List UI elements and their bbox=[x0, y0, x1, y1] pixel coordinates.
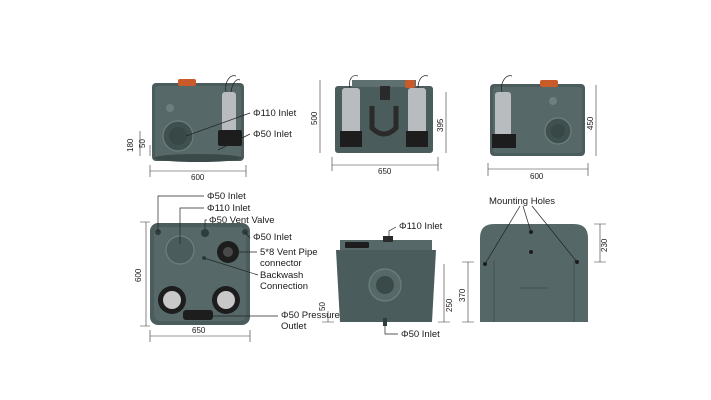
top-dim-width: 650 bbox=[192, 326, 206, 335]
front-dim-height-lines bbox=[139, 131, 151, 156]
top-label-inlet110: Φ110 Inlet bbox=[207, 203, 251, 214]
top-leader-backwash bbox=[203, 257, 259, 276]
front-base-rim bbox=[154, 154, 242, 162]
front-cable bbox=[225, 75, 237, 93]
top-leader-vent-valve bbox=[204, 219, 207, 229]
tank-left-lid bbox=[345, 242, 369, 248]
base-leader-right bbox=[531, 205, 578, 263]
side-view: 600 450 bbox=[487, 75, 597, 181]
front-dim-h50: 50 bbox=[138, 139, 147, 148]
top-vent-valve-port bbox=[201, 229, 209, 237]
top-dim-width-line bbox=[149, 330, 251, 342]
top-label-inlet50a: Φ50 Inlet bbox=[207, 191, 246, 202]
center-pump-right-base bbox=[406, 131, 428, 147]
tank-leader-inlet50 bbox=[384, 326, 398, 335]
tank-leader-inlet110 bbox=[388, 226, 397, 242]
center-dim-h395: 395 bbox=[436, 118, 445, 132]
tank-label-inlet110: Φ110 Inlet bbox=[399, 221, 443, 232]
top-label-pressure-2: Outlet bbox=[281, 321, 307, 332]
side-dim-width-line bbox=[487, 163, 589, 176]
top-leader-inlet110 bbox=[179, 207, 204, 244]
side-port-inner bbox=[551, 124, 565, 138]
front-label-inlet110: Φ110 Inlet bbox=[253, 108, 297, 119]
front-pump-base bbox=[218, 130, 242, 146]
base-ribs bbox=[493, 260, 575, 322]
side-dim-width: 600 bbox=[530, 172, 544, 181]
center-cable-left bbox=[349, 75, 359, 89]
side-pump-base bbox=[492, 134, 516, 148]
front-top-cap bbox=[178, 79, 196, 86]
top-dim-depth: 600 bbox=[134, 268, 143, 282]
base-dim-h370-line bbox=[462, 261, 474, 323]
base-view: Mounting Holes 230 370 bbox=[458, 196, 609, 323]
center-u-pipe bbox=[369, 106, 399, 137]
tank-dim-h250: 250 bbox=[445, 298, 454, 312]
front-label-inlet50: Φ50 Inlet bbox=[253, 129, 292, 140]
center-cap-right bbox=[405, 80, 415, 88]
center-dim-width: 650 bbox=[378, 167, 392, 176]
tank-view: Φ110 Inlet Φ50 Inlet 50 250 bbox=[318, 221, 454, 340]
center-pump-left bbox=[342, 88, 360, 134]
top-pressure-outlet bbox=[183, 310, 213, 320]
center-dim-h500: 500 bbox=[310, 111, 319, 125]
side-logo-mark bbox=[549, 97, 557, 105]
base-label-mounting: Mounting Holes bbox=[489, 196, 555, 207]
base-dim-h230-line bbox=[594, 223, 606, 263]
tank-inlet110-inner bbox=[376, 276, 394, 294]
tank-dim-h250-line bbox=[438, 264, 450, 323]
front-view: Φ110 Inlet Φ50 Inlet 600 180 50 bbox=[126, 75, 297, 182]
top-label-vent-pipe-1: 5*8 Vent Pipe bbox=[260, 247, 318, 258]
tank-dim-h50: 50 bbox=[318, 302, 327, 311]
center-top-rail bbox=[352, 80, 416, 87]
front-cable-2 bbox=[230, 79, 241, 93]
base-body bbox=[480, 224, 588, 322]
top-label-vent-valve: Φ50 Vent Valve bbox=[209, 215, 275, 226]
center-cable-right bbox=[417, 75, 429, 89]
tank-inlet50-port bbox=[383, 318, 387, 326]
side-top-cap bbox=[540, 80, 558, 87]
base-leader-left bbox=[484, 205, 521, 265]
base-mount-hole-mid bbox=[529, 250, 533, 254]
tank-dim-h50-line bbox=[322, 311, 334, 323]
tank-top-flange bbox=[340, 240, 432, 250]
side-pump-motor bbox=[495, 92, 511, 138]
center-riser bbox=[380, 86, 390, 100]
front-dim-h180: 180 bbox=[126, 138, 135, 152]
side-dim-h450: 450 bbox=[586, 116, 595, 130]
front-dim-width-line bbox=[149, 165, 247, 177]
top-label-vent-pipe-2: connector bbox=[260, 258, 302, 269]
top-label-inlet50b: Φ50 Inlet bbox=[253, 232, 292, 243]
front-inlet-110-inner bbox=[169, 127, 187, 145]
side-cable bbox=[501, 75, 513, 93]
top-pump-right-face bbox=[217, 291, 235, 309]
top-label-backwash-1: Backwash bbox=[260, 270, 303, 281]
center-dim-width-line bbox=[331, 157, 439, 171]
top-leader-inlet50a bbox=[157, 195, 204, 232]
base-dim-h230: 230 bbox=[600, 238, 609, 252]
front-logo-mark bbox=[166, 104, 174, 112]
front-leader-110 bbox=[185, 112, 251, 137]
top-label-pressure-1: Φ50 Pressure bbox=[281, 310, 340, 321]
top-view: Φ50 Inlet Φ110 Inlet Φ50 Vent Valve Φ50 … bbox=[134, 191, 340, 342]
top-leader-inlet50b bbox=[244, 231, 251, 239]
top-pump-left-face bbox=[163, 291, 181, 309]
top-dim-depth-line bbox=[140, 221, 150, 327]
center-view: 650 500 395 bbox=[310, 75, 447, 176]
base-dim-h370: 370 bbox=[458, 288, 467, 302]
tank-top-port bbox=[383, 236, 393, 242]
front-dim-width: 600 bbox=[191, 173, 205, 182]
tank-label-inlet50: Φ50 Inlet bbox=[401, 329, 440, 340]
front-pump-motor bbox=[222, 92, 236, 134]
top-label-backwash-2: Connection bbox=[260, 281, 308, 292]
front-leader-50 bbox=[217, 133, 251, 151]
base-leader-center bbox=[522, 205, 532, 233]
center-pump-right bbox=[408, 88, 426, 134]
top-vent-pipe-inner bbox=[223, 247, 233, 257]
center-pump-left-base bbox=[340, 131, 362, 147]
